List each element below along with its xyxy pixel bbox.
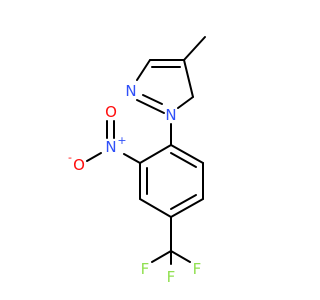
bond-c6-ipso	[170, 144, 204, 164]
bond-cf3-f-left	[151, 250, 172, 263]
bond-c4-methyl	[183, 36, 206, 61]
bond-ipso-c2	[139, 144, 172, 164]
atom-o-minus: O	[73, 156, 85, 174]
atom-o-double: O	[105, 103, 117, 121]
bond-c3-c4	[139, 198, 172, 218]
bond-c2-nitro	[123, 153, 141, 164]
atom-f-right: F	[193, 260, 202, 278]
bond-nitro-o-minus	[86, 152, 102, 162]
molecule-structure: N N N + O O - F F F	[68, 36, 206, 286]
bond-c5-c4	[183, 59, 194, 98]
charge-nitro-n: +	[117, 134, 126, 147]
atom-n2: N	[125, 82, 136, 100]
bond-c3-n2	[136, 59, 151, 81]
bond-n2-n1-inner	[142, 94, 163, 105]
bond-c6-ipso-inner	[170, 152, 197, 168]
bond-n1-c5	[177, 96, 194, 109]
atom-nitro-n: N	[105, 138, 116, 156]
atom-f-bottom: F	[167, 268, 176, 286]
atom-f-left: F	[141, 260, 150, 278]
atom-n1: N	[165, 106, 176, 124]
bonds	[86, 36, 206, 265]
bond-n2-n1	[136, 99, 165, 114]
bond-c4-c5-inner	[170, 194, 197, 210]
atom-labels: N N N + O O - F F F	[68, 82, 201, 286]
charge-o-minus: -	[68, 151, 72, 164]
bond-cf3-f-right	[170, 250, 191, 263]
bond-c4-c5	[170, 198, 204, 218]
